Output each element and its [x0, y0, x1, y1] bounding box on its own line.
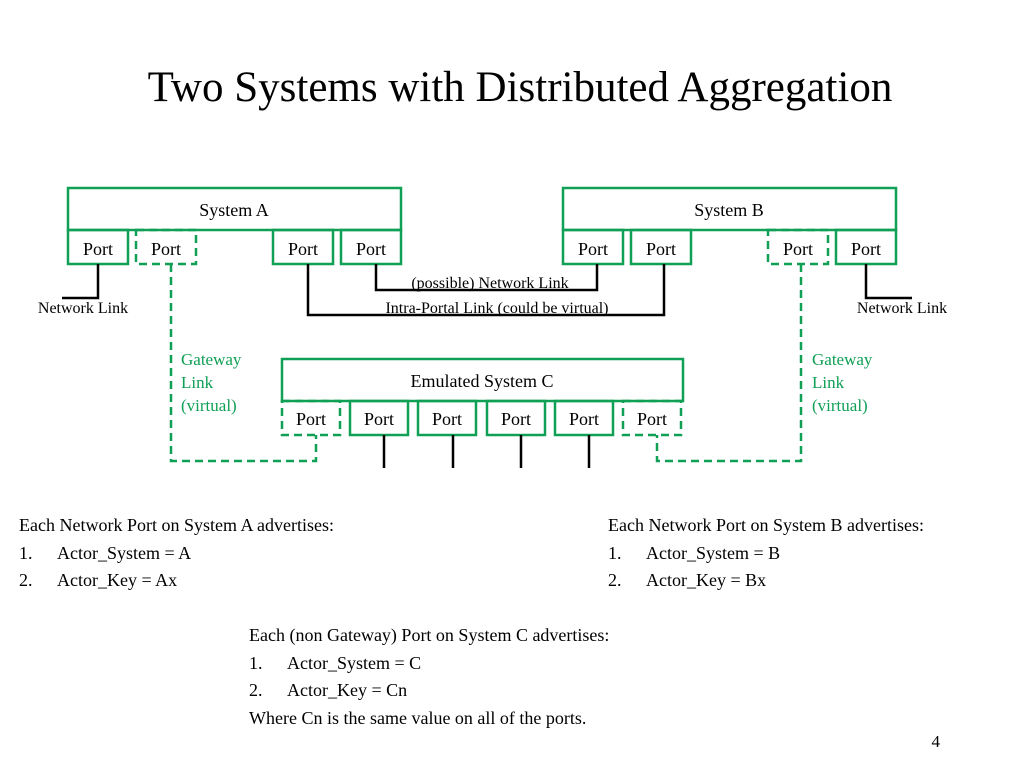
system-a-port-3-label: Port — [288, 239, 318, 259]
gateway-left-line-1: Gateway — [181, 350, 242, 369]
system-c-port-4 — [485, 399, 547, 437]
system-b-label: System B — [694, 200, 764, 220]
system-b — [561, 186, 898, 266]
system-a-port-4 — [339, 228, 403, 266]
system-b-port-3-label: Port — [783, 239, 813, 259]
system-a-port-1-label: Port — [83, 239, 113, 259]
system-a-port-2-label: Port — [151, 239, 181, 259]
gateway-left-line-2: Link — [181, 373, 214, 392]
system-a-label: System A — [199, 200, 269, 220]
list-item-number: 1. — [19, 542, 33, 563]
system-a-box — [66, 186, 403, 232]
system-c-label: Emulated System C — [411, 371, 554, 391]
possible-network-link-label: (possible) Network Link — [411, 275, 568, 292]
system-b-advertisement: Each Network Port on System B advertises… — [608, 512, 924, 595]
list-item: 1. Actor_System = B — [608, 540, 924, 568]
slide-number: 4 — [931, 732, 941, 751]
gateway-link-left-label: Gateway Link (virtual) — [181, 348, 241, 417]
list-item-number: 2. — [249, 680, 263, 700]
possible-network-link — [374, 264, 599, 292]
system-b-advertisement-list: 1. Actor_System = B 2. Actor_Key = Bx — [608, 540, 924, 595]
gateway-left-line-3: (virtual) — [181, 396, 237, 415]
list-item: 2. Actor_Key = Ax — [19, 567, 334, 595]
network-link-left — [62, 264, 100, 300]
system-b-box — [561, 186, 898, 232]
list-item-text: Actor_Key = Ax — [57, 570, 178, 590]
network-link-left-label: Network Link — [38, 300, 128, 317]
system-c-advertisement: Each (non Gateway) Port on System C adve… — [249, 622, 609, 732]
system-b-port-2-label: Port — [646, 239, 676, 259]
system-b-advertisement-heading: Each Network Port on System B advertises… — [608, 515, 924, 535]
system-a-port-2 — [134, 228, 198, 266]
system-c-advertisement-footer: Where Cn is the same value on all of the… — [249, 707, 587, 728]
system-c — [280, 357, 685, 437]
system-c-port-6 — [621, 399, 683, 437]
system-b-port-1-label: Port — [578, 239, 608, 259]
system-b-port-1 — [561, 228, 625, 266]
system-b-port-3 — [766, 228, 830, 266]
network-link-right — [864, 264, 912, 300]
gateway-link-left — [169, 264, 318, 463]
system-c-port-2 — [348, 399, 410, 437]
list-item: 2. Actor_Key = Cn — [249, 677, 609, 705]
system-b-port-4-label: Port — [851, 239, 881, 259]
gateway-links — [169, 264, 803, 463]
list-item: 1. Actor_System = C — [249, 650, 609, 678]
list-item-text: Actor_System = A — [57, 542, 192, 563]
network-links — [62, 264, 912, 468]
intra-portal-link-label: Intra-Portal Link (could be virtual) — [385, 300, 608, 317]
system-c-port-3 — [416, 399, 478, 437]
system-c-port-6-label: Port — [637, 409, 667, 429]
slide-title: Two Systems with Distributed Aggregation — [147, 64, 893, 111]
list-item-text: Actor_System = B — [646, 542, 781, 563]
list-item: 1. Actor_System = A — [19, 540, 334, 568]
system-b-port-2 — [629, 228, 693, 266]
system-c-port-5-label: Port — [569, 409, 599, 429]
gateway-link-right — [655, 264, 803, 463]
system-c-port-1-label: Port — [296, 409, 326, 429]
system-a-advertisement: Each Network Port on System A advertises… — [19, 512, 334, 595]
list-item-number: 1. — [608, 542, 622, 563]
list-item-text: Actor_Key = Cn — [287, 680, 408, 700]
system-c-port-3-label: Port — [432, 409, 462, 429]
system-c-port-1 — [280, 399, 342, 437]
intra-portal-link — [306, 264, 666, 317]
system-a-advertisement-heading: Each Network Port on System A advertises… — [19, 515, 334, 535]
system-a-port-4-label: Port — [356, 239, 386, 259]
system-a-advertisement-list: 1. Actor_System = A 2. Actor_Key = Ax — [19, 540, 334, 595]
list-item-text: Actor_Key = Bx — [646, 570, 767, 590]
gateway-link-right-label: Gateway Link (virtual) — [812, 348, 872, 417]
system-c-port-2-label: Port — [364, 409, 394, 429]
system-c-advertisement-heading: Each (non Gateway) Port on System C adve… — [249, 625, 610, 645]
list-item-number: 2. — [608, 570, 622, 590]
system-c-port-5 — [553, 399, 615, 437]
gateway-right-line-1: Gateway — [812, 350, 873, 369]
system-c-box — [280, 357, 685, 403]
gateway-right-line-3: (virtual) — [812, 396, 868, 415]
list-item-text: Actor_System = C — [287, 652, 422, 673]
system-c-advertisement-list: 1. Actor_System = C 2. Actor_Key = Cn — [249, 650, 609, 705]
list-item-number: 1. — [249, 652, 263, 673]
system-a-port-3 — [271, 228, 335, 266]
system-c-port-4-label: Port — [501, 409, 531, 429]
list-item-number: 2. — [19, 570, 33, 590]
gateway-right-line-2: Link — [812, 373, 845, 392]
list-item: 2. Actor_Key = Bx — [608, 567, 924, 595]
network-link-right-label: Network Link — [857, 300, 947, 317]
